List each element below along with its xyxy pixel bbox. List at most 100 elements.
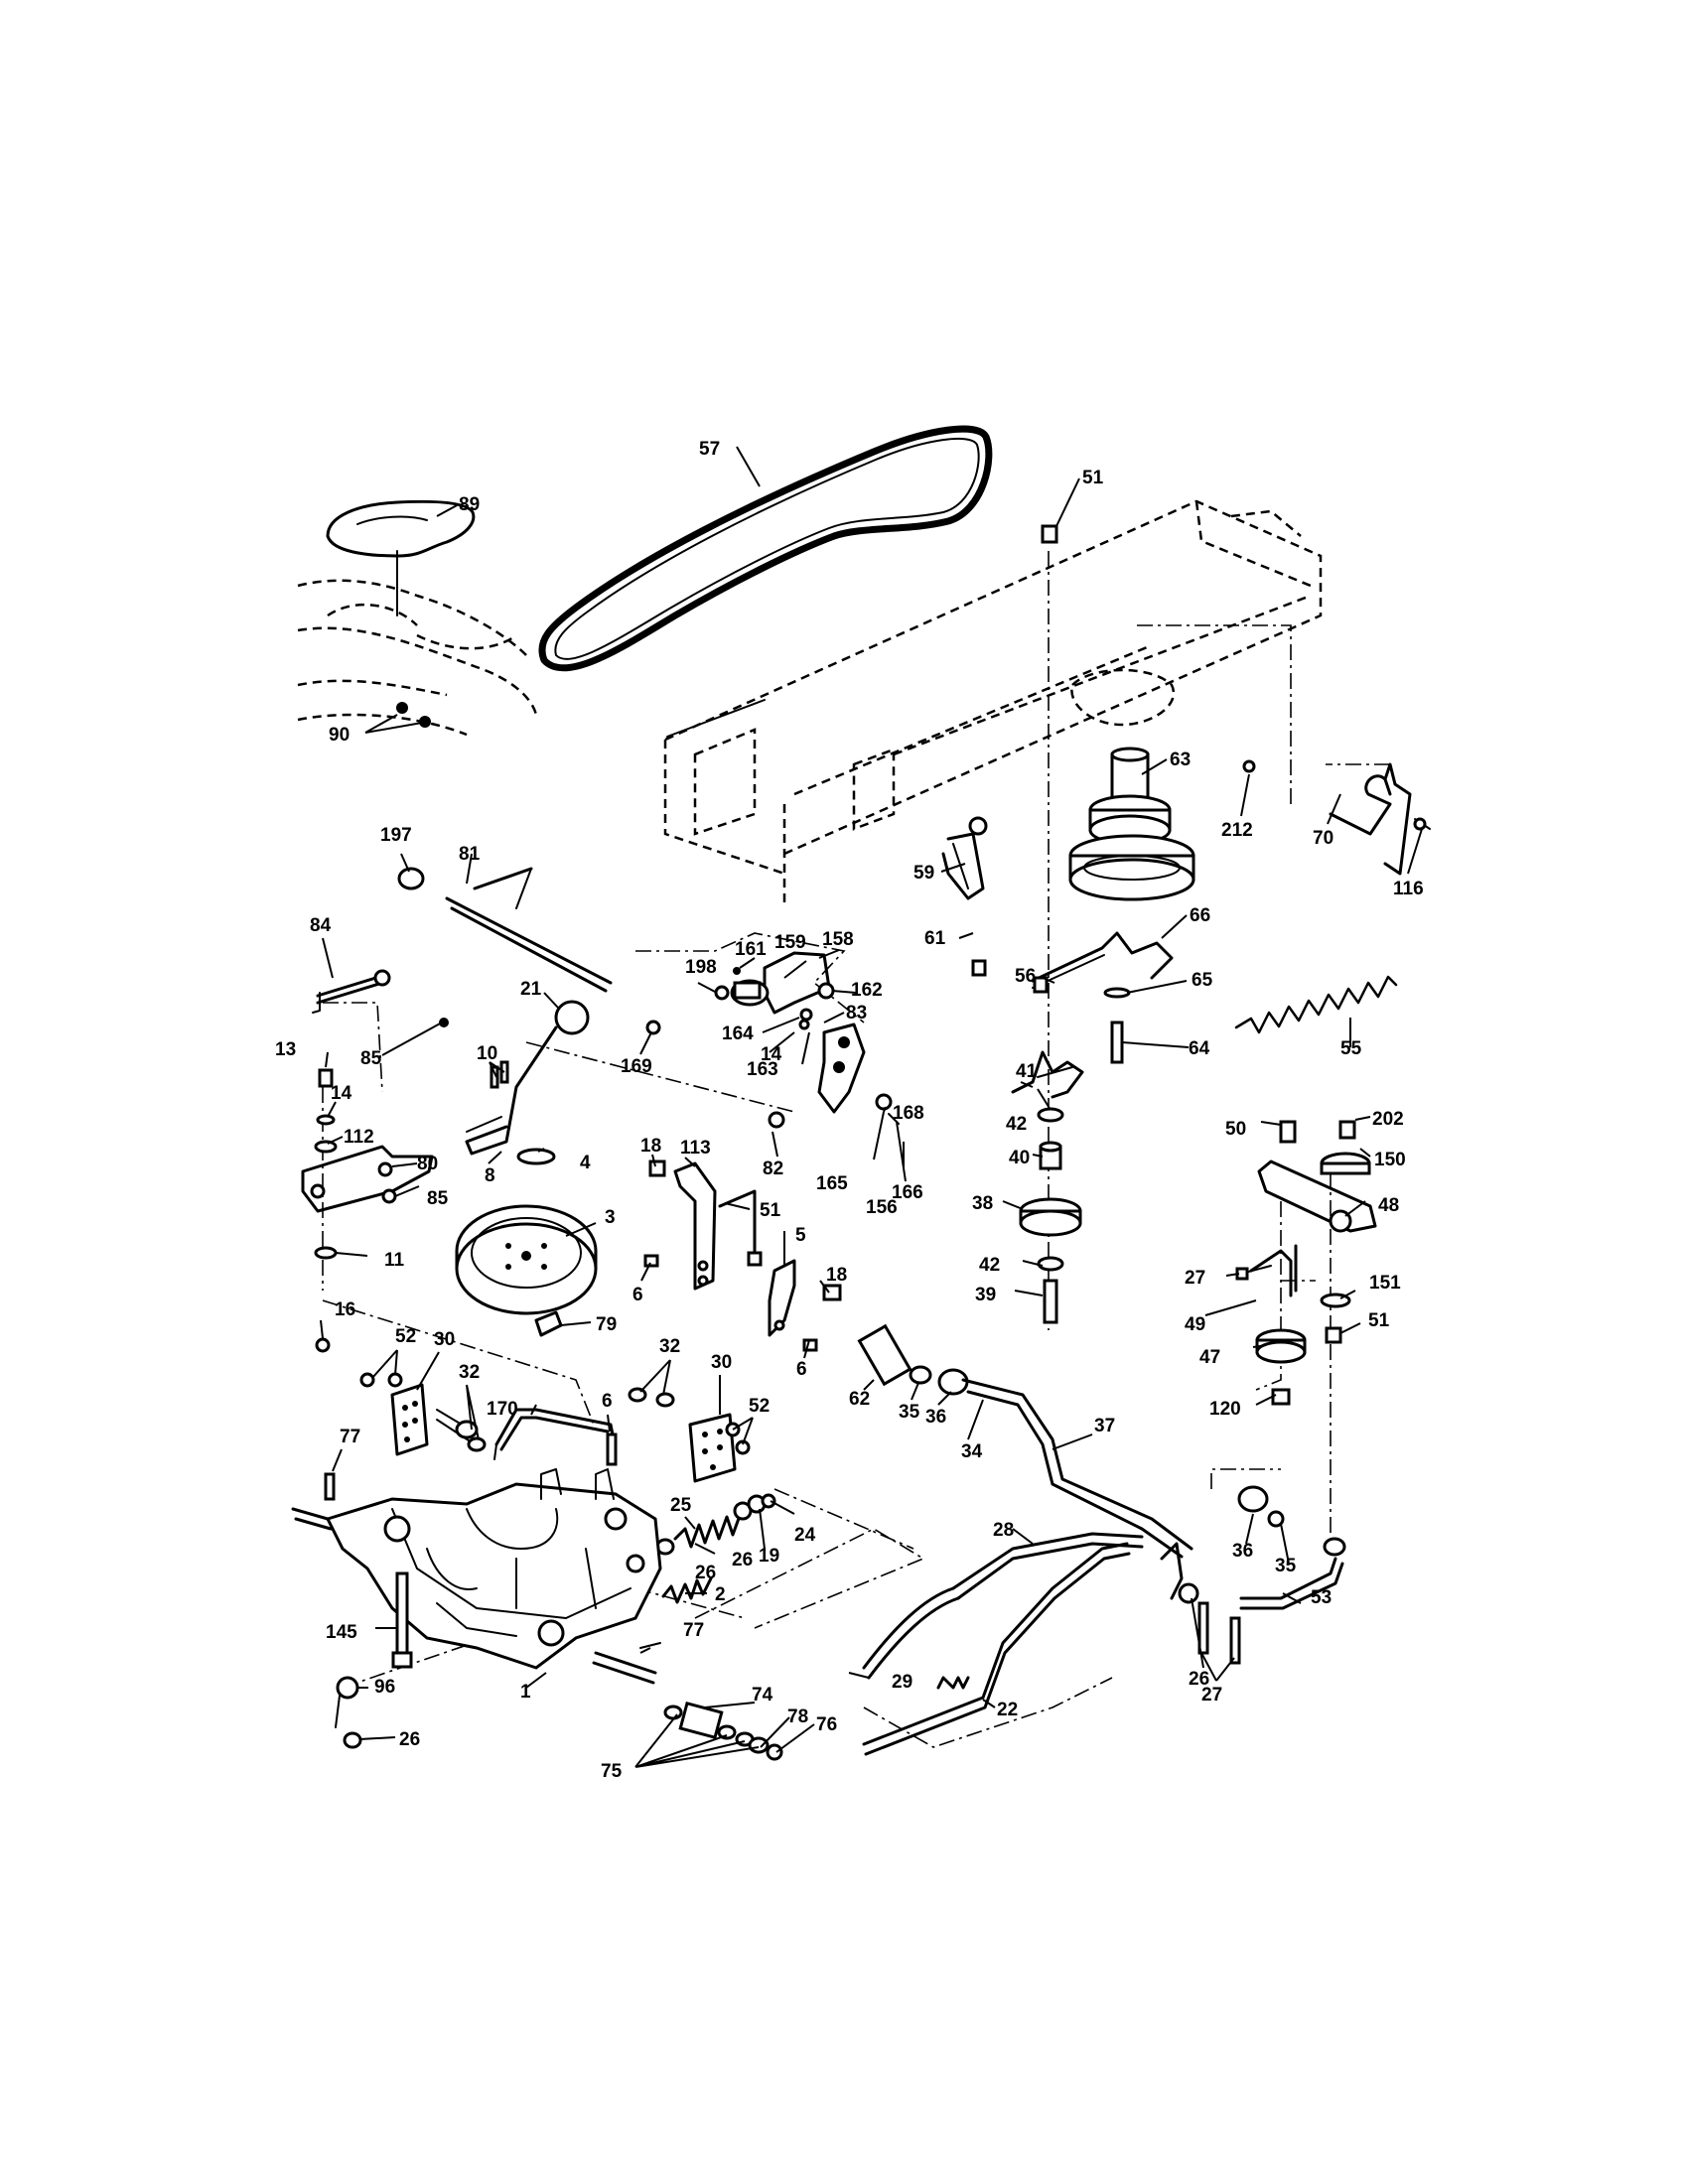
seat-bolts xyxy=(396,702,431,728)
label-165: 165 xyxy=(816,1173,848,1194)
label-6: 6 xyxy=(796,1359,807,1380)
label-77: 77 xyxy=(340,1427,360,1447)
label-85: 85 xyxy=(427,1188,449,1209)
label-59: 59 xyxy=(913,863,934,884)
label-34: 34 xyxy=(961,1441,983,1462)
label-50: 50 xyxy=(1225,1119,1246,1140)
label-3: 3 xyxy=(605,1207,616,1228)
label-10: 10 xyxy=(477,1043,497,1064)
label-63: 63 xyxy=(1170,750,1191,770)
belt-guide xyxy=(941,816,988,900)
label-164: 164 xyxy=(722,1024,754,1044)
lift-lever xyxy=(465,1000,590,1156)
label-89: 89 xyxy=(459,494,480,515)
label-18: 18 xyxy=(826,1265,847,1286)
label-11: 11 xyxy=(384,1250,405,1271)
label-159: 159 xyxy=(774,932,806,953)
label-74: 74 xyxy=(752,1685,773,1706)
leader-lines xyxy=(320,446,1423,1768)
idler-bracket-right xyxy=(1235,1120,1377,1406)
label-35: 35 xyxy=(899,1402,920,1423)
label-27: 27 xyxy=(1201,1685,1222,1706)
transaxle-springs xyxy=(655,1493,776,1604)
label-166: 166 xyxy=(892,1182,923,1203)
label-4: 4 xyxy=(580,1153,591,1173)
tractor-frame xyxy=(663,499,1323,908)
label-62: 62 xyxy=(849,1389,870,1410)
label-51: 51 xyxy=(1082,468,1104,488)
label-36: 36 xyxy=(1232,1541,1253,1562)
label-55: 55 xyxy=(1340,1038,1362,1059)
label-26: 26 xyxy=(732,1550,753,1570)
label-29: 29 xyxy=(892,1672,912,1693)
label-53: 53 xyxy=(1311,1587,1332,1608)
idler-pulley-stack xyxy=(1011,1050,1084,1324)
label-212: 212 xyxy=(1221,820,1253,841)
label-35: 35 xyxy=(1275,1556,1297,1576)
mounting-plates xyxy=(315,1337,751,1483)
belt-guide-bracket xyxy=(1329,762,1431,876)
label-150: 150 xyxy=(1374,1150,1406,1170)
label-158: 158 xyxy=(822,929,854,950)
label-42: 42 xyxy=(979,1255,1000,1276)
label-36: 36 xyxy=(925,1407,946,1428)
label-26: 26 xyxy=(1189,1669,1209,1690)
label-47: 47 xyxy=(1199,1347,1220,1368)
label-64: 64 xyxy=(1189,1038,1210,1059)
label-26: 26 xyxy=(695,1563,716,1583)
label-26: 26 xyxy=(399,1729,420,1750)
label-38: 38 xyxy=(972,1193,993,1214)
label-42: 42 xyxy=(1006,1114,1027,1135)
label-168: 168 xyxy=(893,1103,924,1124)
label-113: 113 xyxy=(680,1138,711,1159)
clutch-bracket-assembly xyxy=(645,951,900,1129)
label-16: 16 xyxy=(335,1299,355,1320)
label-28: 28 xyxy=(993,1520,1014,1541)
label-61: 61 xyxy=(924,928,946,949)
label-56: 56 xyxy=(1015,966,1036,987)
label-170: 170 xyxy=(487,1399,518,1420)
label-169: 169 xyxy=(621,1056,652,1077)
label-1: 1 xyxy=(520,1682,531,1703)
label-14: 14 xyxy=(331,1083,352,1104)
frame-outline-left xyxy=(297,579,538,737)
label-52: 52 xyxy=(395,1326,416,1347)
label-6: 6 xyxy=(632,1285,643,1305)
label-52: 52 xyxy=(749,1396,770,1417)
drive-belt xyxy=(538,425,993,672)
label-21: 21 xyxy=(520,979,542,1000)
label-6: 6 xyxy=(602,1391,613,1412)
idler-arm xyxy=(1031,931,1174,989)
label-57: 57 xyxy=(699,439,720,460)
label-80: 80 xyxy=(417,1154,438,1174)
shift-rod xyxy=(493,1408,618,1466)
transaxle-pulley xyxy=(455,1148,598,1337)
label-81: 81 xyxy=(459,844,481,865)
linkage-rods xyxy=(862,1485,1346,1756)
label-116: 116 xyxy=(1393,879,1424,899)
label-76: 76 xyxy=(816,1714,837,1735)
clutch-shaft xyxy=(397,867,613,993)
label-70: 70 xyxy=(1313,828,1333,849)
fasteners-upper xyxy=(971,524,1256,1064)
label-151: 151 xyxy=(1369,1273,1401,1294)
label-197: 197 xyxy=(380,825,412,846)
label-48: 48 xyxy=(1378,1195,1399,1216)
part-labels: 57 89 90 51 63 212 70 116 59 61 66 197 8… xyxy=(275,439,1424,1782)
label-112: 112 xyxy=(344,1127,374,1148)
label-24: 24 xyxy=(794,1525,816,1546)
label-30: 30 xyxy=(434,1329,455,1350)
label-84: 84 xyxy=(310,915,332,936)
label-37: 37 xyxy=(1094,1416,1115,1436)
label-5: 5 xyxy=(795,1225,806,1246)
label-25: 25 xyxy=(670,1495,692,1516)
label-162: 162 xyxy=(851,980,883,1001)
label-83: 83 xyxy=(846,1003,867,1024)
label-49: 49 xyxy=(1185,1314,1205,1335)
label-32: 32 xyxy=(659,1336,680,1357)
brake-rod xyxy=(312,969,449,1027)
label-161: 161 xyxy=(735,939,767,960)
label-82: 82 xyxy=(763,1159,783,1179)
label-27: 27 xyxy=(1185,1268,1205,1289)
